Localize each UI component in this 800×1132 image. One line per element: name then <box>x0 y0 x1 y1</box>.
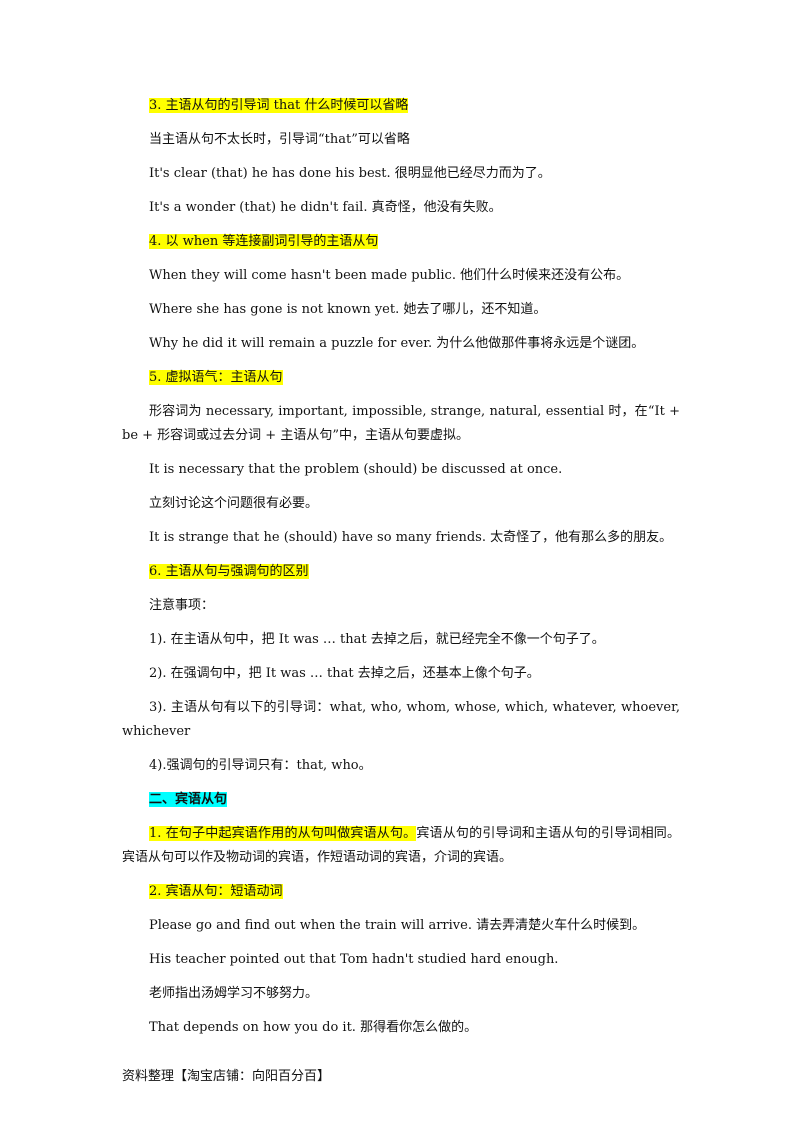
paragraph: When they will come hasn't been made pub… <box>122 264 680 288</box>
paragraph-text: 2). 在强调句中，把 It was … that 去掉之后，还基本上像个句子。 <box>149 666 540 681</box>
highlighted-text: 4. 以 when 等连接副词引导的主语从句 <box>149 234 379 249</box>
highlighted-text: 6. 主语从句与强调句的区别 <box>149 564 309 579</box>
paragraph: 6. 主语从句与强调句的区别 <box>122 560 680 584</box>
document-body: 3. 主语从句的引导词 that 什么时候可以省略当主语从句不太长时，引导词“t… <box>122 94 680 1050</box>
paragraph: 1). 在主语从句中，把 It was … that 去掉之后，就已经完全不像一… <box>122 628 680 652</box>
paragraph: That depends on how you do it. 那得看你怎么做的。 <box>122 1016 680 1040</box>
paragraph: It's clear (that) he has done his best. … <box>122 162 680 186</box>
paragraph: 2. 宾语从句：短语动词 <box>122 880 680 904</box>
paragraph: 5. 虚拟语气：主语从句 <box>122 366 680 390</box>
paragraph-text: Where she has gone is not known yet. 她去了… <box>149 302 547 317</box>
paragraph: It is strange that he (should) have so m… <box>122 526 680 550</box>
paragraph: 老师指出汤姆学习不够努力。 <box>122 982 680 1006</box>
highlighted-text: 1. 在句子中起宾语作用的从句叫做宾语从句。 <box>149 826 417 841</box>
paragraph: 二、宾语从句 <box>122 788 680 812</box>
highlighted-text: 2. 宾语从句：短语动词 <box>149 884 283 899</box>
paragraph-text: 1). 在主语从句中，把 It was … that 去掉之后，就已经完全不像一… <box>149 632 605 647</box>
paragraph: 形容词为 necessary, important, impossible, s… <box>122 400 680 448</box>
paragraph-text: It's clear (that) he has done his best. … <box>149 166 551 181</box>
paragraph-text: When they will come hasn't been made pub… <box>149 268 630 283</box>
paragraph: 当主语从句不太长时，引导词“that”可以省略 <box>122 128 680 152</box>
paragraph: It is necessary that the problem (should… <box>122 458 680 482</box>
paragraph-text: It is strange that he (should) have so m… <box>149 530 673 545</box>
highlighted-text: 5. 虚拟语气：主语从句 <box>149 370 283 385</box>
paragraph-text: 形容词为 necessary, important, impossible, s… <box>122 404 680 443</box>
section-heading: 二、宾语从句 <box>149 792 228 807</box>
paragraph: 4. 以 when 等连接副词引导的主语从句 <box>122 230 680 254</box>
paragraph: It's a wonder (that) he didn't fail. 真奇怪… <box>122 196 680 220</box>
paragraph: 2). 在强调句中，把 It was … that 去掉之后，还基本上像个句子。 <box>122 662 680 686</box>
paragraph-text: It's a wonder (that) he didn't fail. 真奇怪… <box>149 200 502 215</box>
paragraph: 1. 在句子中起宾语作用的从句叫做宾语从句。宾语从句的引导词和主语从句的引导词相… <box>122 822 680 870</box>
paragraph: Why he did it will remain a puzzle for e… <box>122 332 680 356</box>
paragraph-text: 3). 主语从句有以下的引导词：what, who, whom, whose, … <box>122 700 680 739</box>
page-footer: 资料整理【淘宝店铺：向阳百分百】 <box>122 1069 331 1084</box>
paragraph: 4).强调句的引导词只有：that, who。 <box>122 754 680 778</box>
paragraph-text: Please go and find out when the train wi… <box>149 918 646 933</box>
paragraph-text: 宾语从句的引导词和主语从句的引导词相同。宾语从句可以作及物动词的宾语，作短语动词… <box>122 826 680 865</box>
paragraph-text: 老师指出汤姆学习不够努力。 <box>149 986 319 1001</box>
paragraph-text: That depends on how you do it. 那得看你怎么做的。 <box>149 1020 478 1035</box>
paragraph: 3. 主语从句的引导词 that 什么时候可以省略 <box>122 94 680 118</box>
paragraph-text: Why he did it will remain a puzzle for e… <box>149 336 645 351</box>
paragraph: Where she has gone is not known yet. 她去了… <box>122 298 680 322</box>
highlighted-text: 3. 主语从句的引导词 that 什么时候可以省略 <box>149 98 409 113</box>
paragraph-text: His teacher pointed out that Tom hadn't … <box>149 952 559 967</box>
paragraph: Please go and find out when the train wi… <box>122 914 680 938</box>
paragraph-text: 4).强调句的引导词只有：that, who。 <box>149 758 372 773</box>
paragraph: 注意事项： <box>122 594 680 618</box>
paragraph-text: It is necessary that the problem (should… <box>149 462 563 477</box>
paragraph-text: 立刻讨论这个问题很有必要。 <box>149 496 319 511</box>
paragraph: 立刻讨论这个问题很有必要。 <box>122 492 680 516</box>
paragraph: 3). 主语从句有以下的引导词：what, who, whom, whose, … <box>122 696 680 744</box>
paragraph-text: 当主语从句不太长时，引导词“that”可以省略 <box>149 132 410 147</box>
paragraph-text: 注意事项： <box>149 598 215 613</box>
paragraph: His teacher pointed out that Tom hadn't … <box>122 948 680 972</box>
